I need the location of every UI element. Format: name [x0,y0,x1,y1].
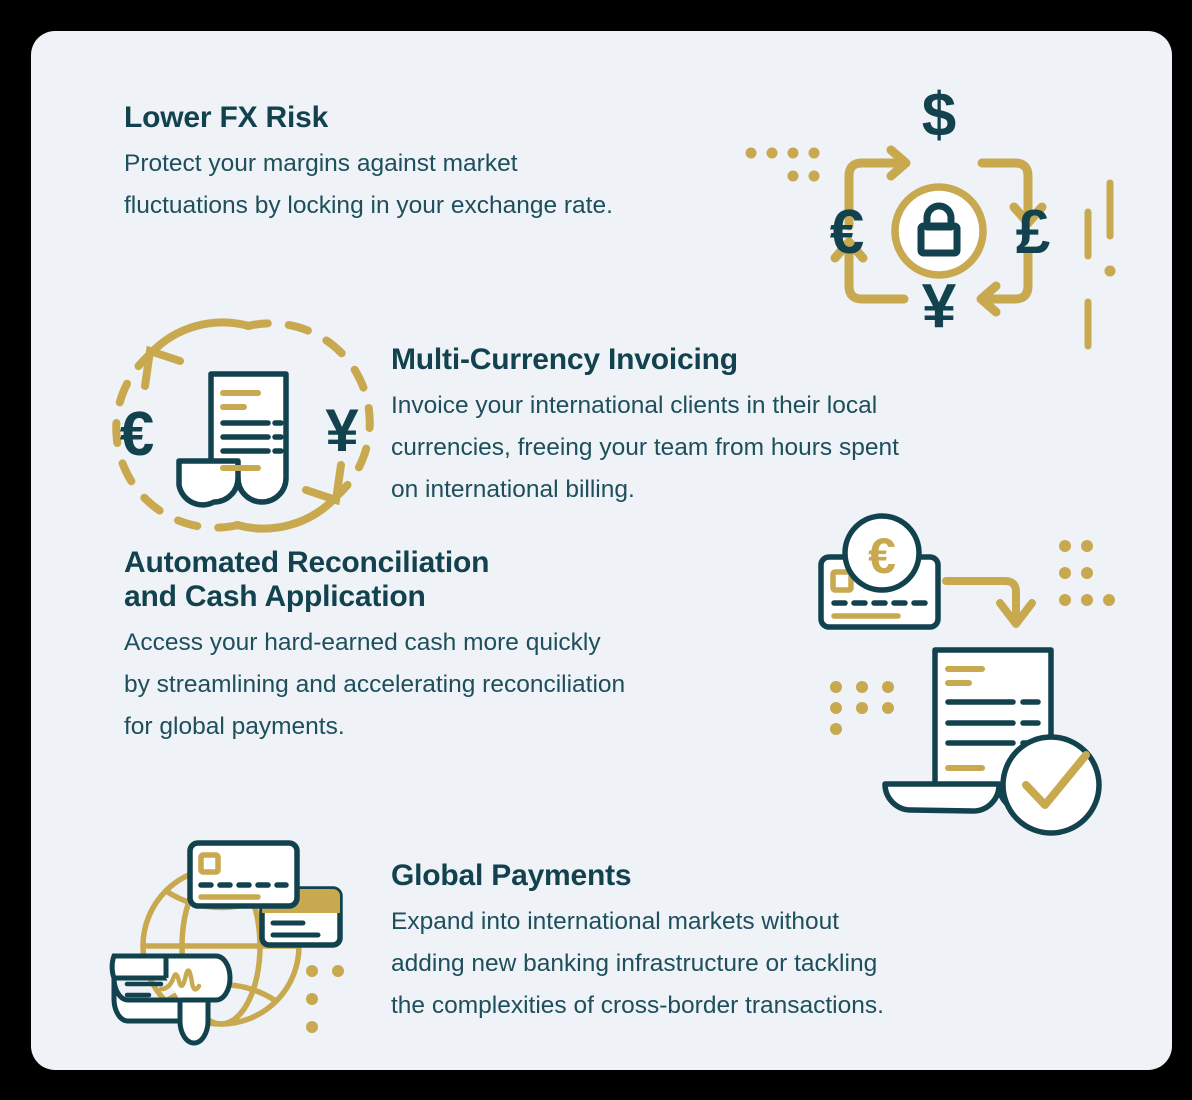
primary-card-glyph [187,840,300,909]
euro-coin-glyph: € [842,513,922,593]
dash-cluster-right [1084,179,1114,350]
feature-body: Invoice your international clients in th… [391,391,899,504]
svg-text:€: € [830,198,864,267]
multi-currency-invoice-icon: € ¥ [103,313,383,538]
feature-multi-currency-invoicing: Multi-Currency Invoicing Invoice your in… [391,343,1031,511]
feature-body: Expand into international markets withou… [391,907,884,1020]
feature-automated-reconciliation: Automated Reconciliation and Cash Applic… [124,546,784,748]
feature-global-payments: Global Payments Expand into internationa… [391,859,1031,1027]
feature-lower-fx-risk: Lower FX Risk Protect your margins again… [124,101,724,227]
dot-cluster-top-right [1059,540,1115,606]
signed-check-glyph [109,953,233,1046]
infographic-panel: Lower FX Risk Protect your margins again… [31,31,1172,1070]
invoice-glyph [176,371,289,508]
feature-title: Multi-Currency Invoicing [391,343,738,376]
svg-text:€: € [868,528,896,584]
svg-text:¥: ¥ [922,272,957,341]
feature-title: Lower FX Risk [124,101,329,134]
reconciliation-icon: € [783,493,1123,838]
svg-text:€: € [120,400,154,469]
feature-body: Protect your margins against market fluc… [124,149,613,220]
dot-cluster-right [306,965,344,1033]
dot-cluster-left [745,147,820,182]
feature-body: Access your hard-earned cash more quickl… [124,628,626,741]
svg-text:¥: ¥ [325,397,359,464]
svg-text:£: £ [1016,198,1050,267]
padlock-glyph [917,202,961,257]
svg-text:$: $ [922,81,956,150]
feature-title: Global Payments [391,859,632,892]
feature-title: Automated Reconciliation and Cash Applic… [124,546,490,613]
flow-arrow-icon [942,577,1036,628]
dot-cluster-bottom-left [830,681,894,735]
global-payments-icon [91,803,381,1048]
currency-lock-icon: $ ¥ € £ [699,81,1116,350]
check-badge-icon [1000,734,1102,836]
